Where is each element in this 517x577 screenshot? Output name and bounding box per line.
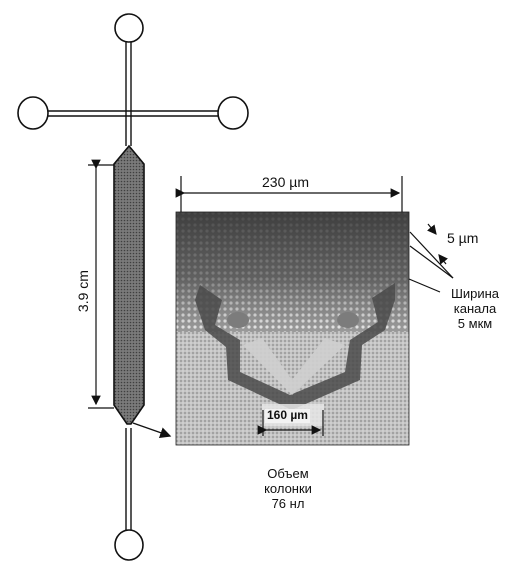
inner-width-dimension [257,410,324,436]
reservoir-right [217,96,249,130]
gap-label: 5 µm [447,230,479,246]
packed-column [113,144,145,425]
reservoir-left [17,96,49,130]
length-dimension [88,159,114,409]
width-dimension [175,176,403,212]
column-volume-line3: 76 нл [271,495,305,511]
reservoir-top [114,13,144,43]
reservoirs [17,13,249,561]
chip-channels [45,41,220,530]
column-volume-caption: Объем колонки 76 нл [238,466,338,512]
channel-width-line1: Ширина [450,286,500,301]
channel-width-caption: Ширина канала 5 мкм [436,286,514,332]
length-text: 3.9 cm [74,270,91,313]
inner-width-label: 160 µm [265,408,310,423]
length-label: 3.9 cm [75,261,91,321]
width-label: 230 µm [262,174,309,190]
column-volume-line2: колонки [264,480,312,496]
gap-dimension [409,223,454,279]
outlet-arrow [132,422,172,439]
channel-width-line2: канала [453,300,497,316]
channel-leader [408,278,441,293]
channel-width-line3: 5 мкм [457,315,493,331]
reservoir-bottom [114,529,144,561]
column-volume-line1: Объем [267,466,309,481]
